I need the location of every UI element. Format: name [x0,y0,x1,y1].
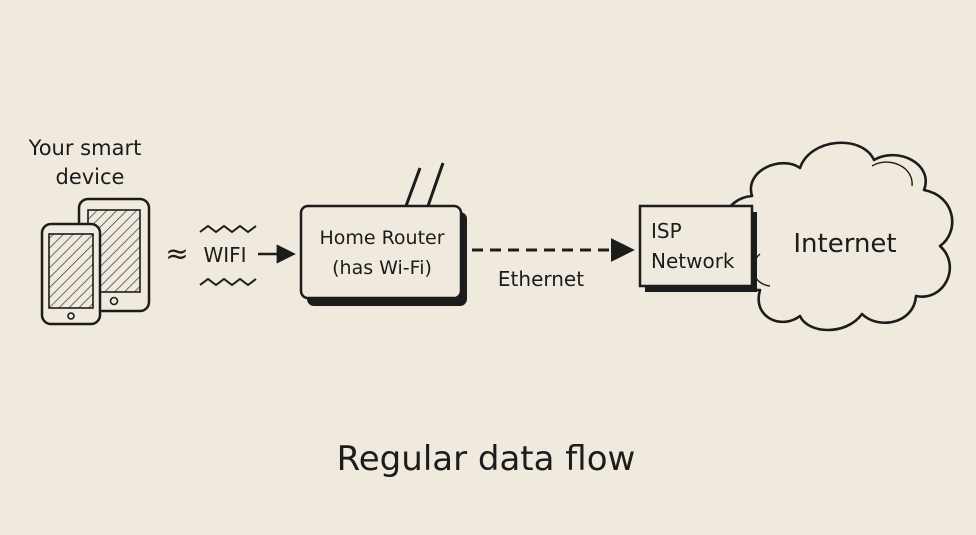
isp-network: ISP Network [638,204,757,292]
diagram-caption: Regular data flow [337,439,636,479]
wifi-waves-icon: ≈ [165,237,188,270]
wifi-zigzag-top-icon [199,224,257,234]
wifi-label: WIFI [203,243,246,267]
wifi-zigzag-bottom-icon [199,277,257,287]
ethernet-label: Ethernet [498,267,584,291]
home-router: Home Router (has Wi-Fi) [299,162,467,306]
cloud-icon [722,141,954,332]
smart-device-icon [40,197,151,326]
router-antenna-left-icon [404,167,422,207]
isp-label-line1: ISP [651,219,682,243]
isp-box [638,204,754,288]
device-label-line1: Your smart [28,136,142,160]
ethernet-link: Ethernet [472,238,635,291]
router-antenna-right-icon [426,162,445,207]
internet-label: Internet [793,229,896,259]
device-label-line2: device [56,165,125,189]
isp-label-line2: Network [651,249,735,273]
router-box [299,204,463,300]
router-label-line1: Home Router [319,227,444,249]
router-label-line2: (has Wi-Fi) [332,257,432,279]
internet-cloud: Internet [722,141,954,332]
wifi-link: ≈ WIFI [165,224,296,287]
